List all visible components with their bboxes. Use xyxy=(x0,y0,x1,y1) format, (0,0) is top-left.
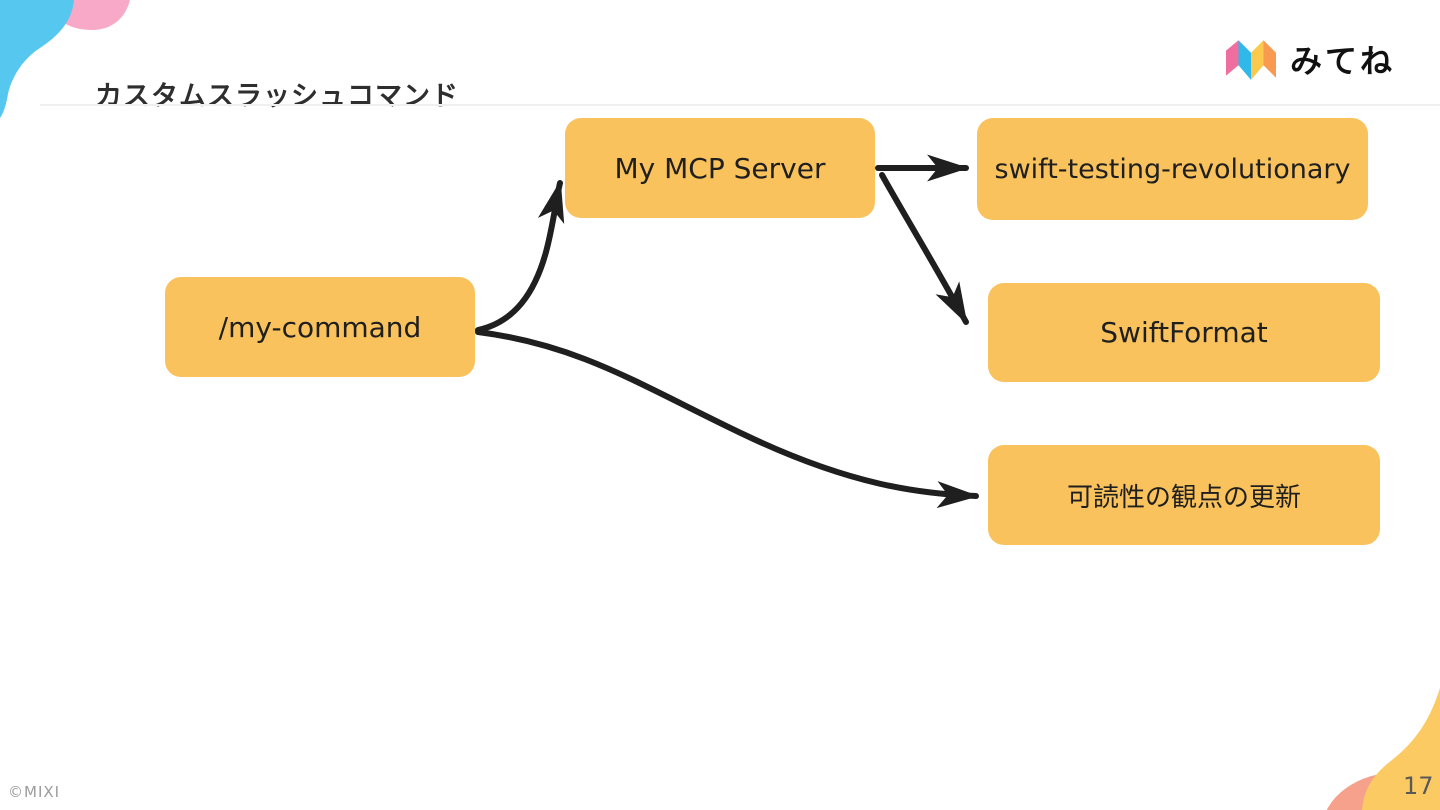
decor-top-left-blobs xyxy=(0,0,130,118)
edge-mycommand-to-mcpserver xyxy=(475,180,565,333)
node-swiftformat-label: SwiftFormat xyxy=(1100,316,1268,349)
node-mcp-server: My MCP Server xyxy=(565,118,875,218)
cyan-blob xyxy=(0,0,74,118)
node-swift-testing-revolutionary-label: swift-testing-revolutionary xyxy=(994,153,1351,185)
edge-mcpserver-to-swiftformat xyxy=(879,172,969,325)
mitene-logo-icon xyxy=(1225,40,1276,80)
edge-mycommand-to-readability xyxy=(475,329,979,509)
node-readability-update: 可読性の観点の更新 xyxy=(988,445,1380,545)
yellow-blob xyxy=(1362,688,1440,810)
node-my-command: /my-command xyxy=(165,277,475,377)
mitene-logo: みてね xyxy=(1225,36,1395,82)
page-title: カスタムスラッシュコマンド xyxy=(95,81,459,112)
page-number: 17 xyxy=(1403,772,1434,800)
title-divider xyxy=(40,104,1440,106)
node-mcp-server-label: My MCP Server xyxy=(614,151,826,185)
node-swiftformat: SwiftFormat xyxy=(988,283,1380,382)
node-readability-update-label: 可読性の観点の更新 xyxy=(1066,482,1301,513)
node-swift-testing-revolutionary: swift-testing-revolutionary xyxy=(977,118,1368,220)
mitene-logo-text: みてね xyxy=(1289,42,1395,80)
decor-bottom-right-blobs xyxy=(1326,688,1440,810)
node-my-command-label: /my-command xyxy=(218,310,422,344)
copyright-text: ©MIXI xyxy=(8,783,61,801)
